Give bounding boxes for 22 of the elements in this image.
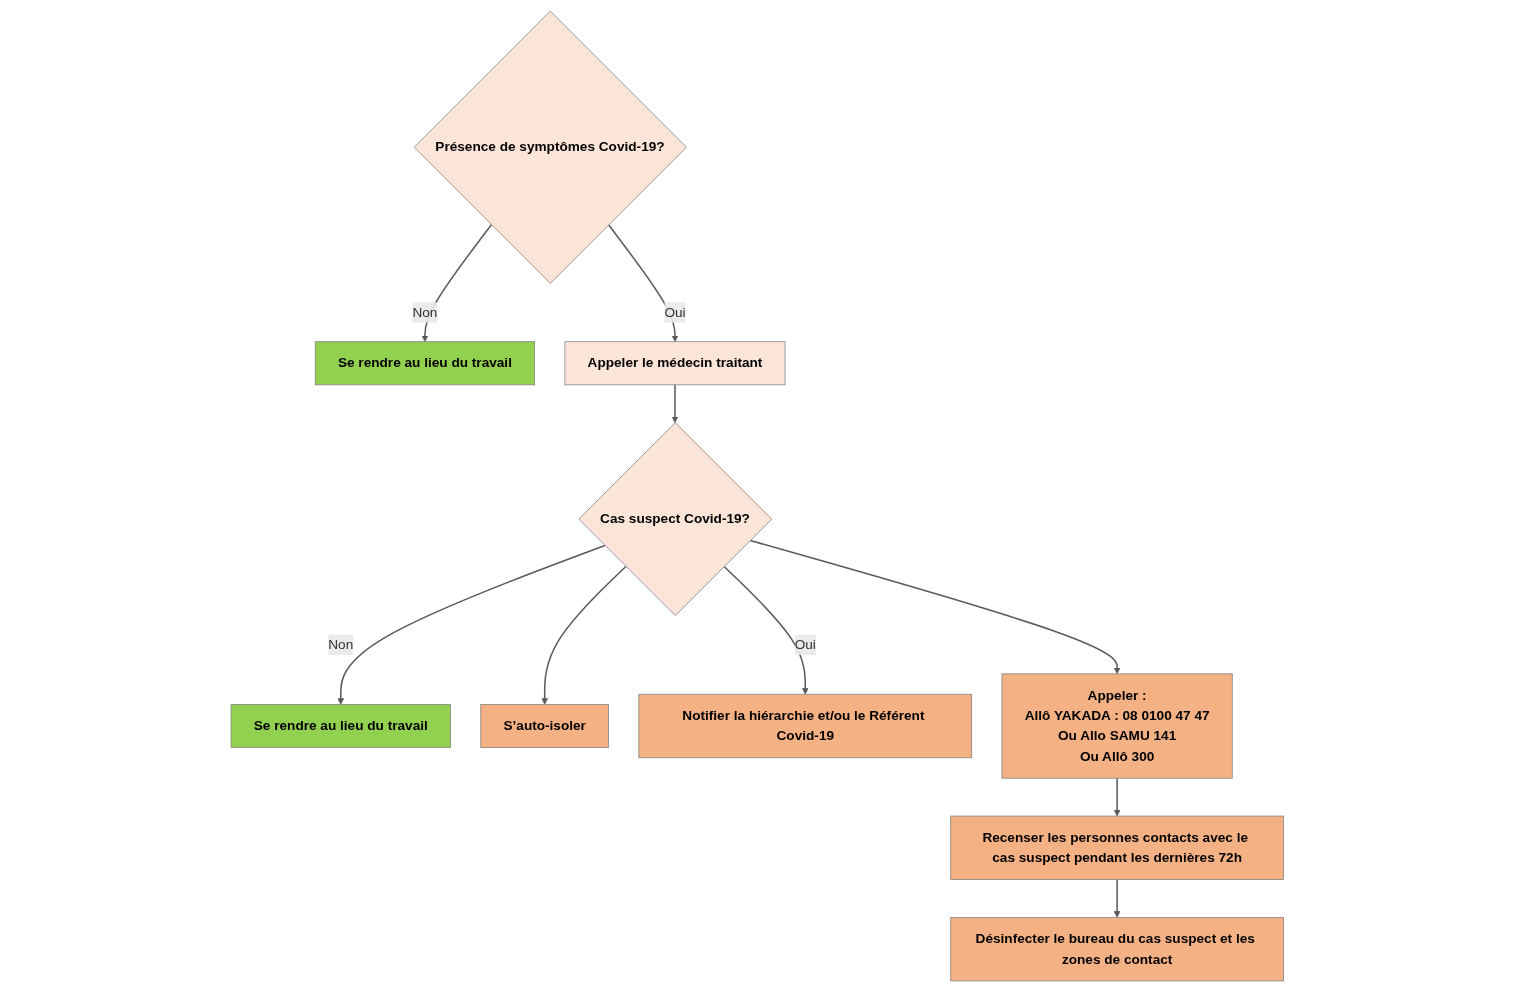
arrow (1114, 777, 1121, 817)
arrow (608, 224, 679, 342)
arrow (337, 544, 606, 705)
node-box: Appeler : Allô YAKADA : 08 0100 47 47 Ou Allo SAMU 141 Ou Allô 300 (1001, 673, 1233, 779)
node-box: Appeler le médecin traitant (564, 341, 786, 386)
node-diamond: Présence de symptômes Covid-19? (413, 10, 688, 284)
node-box: S’auto-isoler (480, 704, 610, 748)
arrow (671, 384, 679, 423)
node-box: Recenser les personnes contacts avec le cas suspect pendant les dernières 72h (950, 815, 1285, 880)
arrow (541, 565, 627, 705)
edge-label: Oui (794, 636, 817, 652)
node-box: Désinfecter le bureau du cas suspect et les zones de contact (950, 917, 1285, 982)
node-box: Se rendre au lieu du travail (230, 704, 452, 748)
edge-label: Oui (664, 304, 686, 320)
arrow (723, 565, 809, 695)
arrow (1114, 878, 1121, 918)
edge-label: Non (328, 636, 354, 652)
node-box: Se rendre au lieu du travail (315, 341, 536, 386)
node-box: Notifier la hiérarchie et/ou le Référent Covid-19 (638, 693, 973, 759)
edge-label: Non (412, 304, 438, 320)
arrow (749, 539, 1121, 675)
node-diamond: Cas suspect Covid-19? (578, 422, 773, 616)
